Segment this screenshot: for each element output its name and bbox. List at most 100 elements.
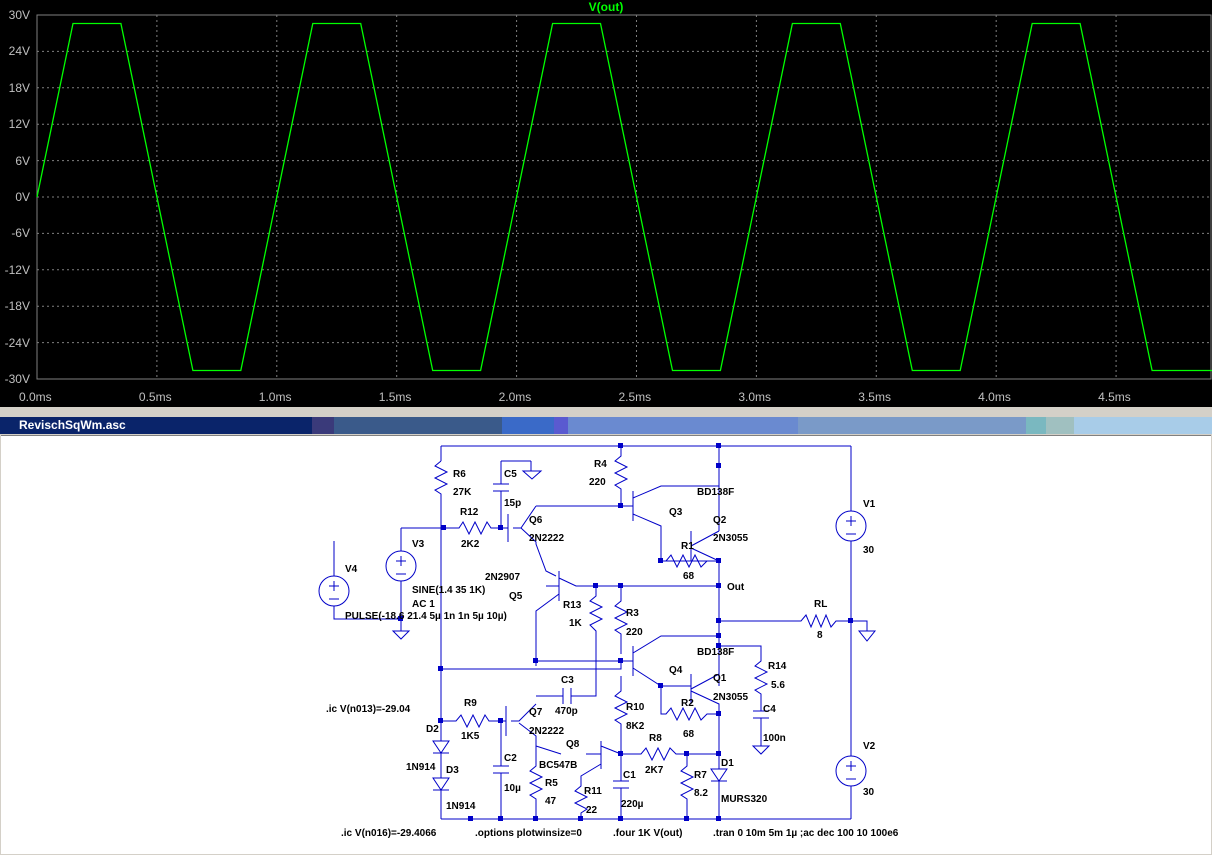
label-R4[interactable]: R4 [594, 459, 607, 470]
label-R7-value[interactable]: 8.2 [694, 788, 708, 799]
label-R10[interactable]: R10 [626, 702, 645, 713]
label-Q4[interactable]: Q4 [669, 665, 683, 676]
label-R3-value[interactable]: 220 [626, 627, 643, 638]
label-R2-value[interactable]: 68 [683, 729, 695, 740]
y-tick-label: 0V [15, 190, 30, 204]
label-Q7-model[interactable]: 2N2222 [529, 726, 565, 737]
label-R12-value[interactable]: 2K2 [461, 539, 480, 550]
label-Q2-model[interactable]: 2N3055 [713, 533, 749, 544]
y-tick-label: 18V [8, 80, 30, 95]
label-out-node[interactable]: Out [727, 582, 745, 593]
label-R5-value[interactable]: 47 [545, 796, 557, 807]
label-R1[interactable]: R1 [681, 541, 694, 552]
label-V2[interactable]: V2 [863, 741, 876, 752]
pane-separator[interactable] [0, 407, 1212, 417]
label-RL-value[interactable]: 8 [817, 630, 823, 641]
label-C5[interactable]: C5 [504, 469, 517, 480]
label-D3-model[interactable]: 1N914 [446, 801, 476, 812]
x-tick-label: 3.0ms [738, 390, 772, 404]
label-V1[interactable]: V1 [863, 499, 876, 510]
label-R5[interactable]: R5 [545, 778, 558, 789]
label-R13[interactable]: R13 [563, 600, 582, 611]
x-tick-label: 3.5ms [858, 390, 891, 404]
label-R9-value[interactable]: 1K5 [461, 731, 480, 742]
label-Q6-model[interactable]: 2N2222 [529, 533, 565, 544]
label-Q8[interactable]: Q8 [566, 739, 580, 750]
label-C4[interactable]: C4 [763, 704, 776, 715]
schematic-nodes [398, 443, 853, 821]
label-C1[interactable]: C1 [623, 770, 636, 781]
directive-four[interactable]: .four 1K V(out) [613, 828, 683, 839]
label-V3[interactable]: V3 [412, 539, 425, 550]
label-R14[interactable]: R14 [768, 661, 787, 672]
label-R11[interactable]: R11 [584, 786, 602, 797]
label-Q2[interactable]: Q2 [713, 515, 727, 526]
label-C1-value[interactable]: 220µ [621, 799, 644, 810]
label-C2-value[interactable]: 10µ [504, 783, 521, 794]
y-tick-label: -24V [4, 335, 30, 350]
label-R13-value[interactable]: 1K [569, 618, 582, 629]
directive-ic-n016[interactable]: .ic V(n016)=-29.4066 [341, 828, 437, 839]
schematic-drawing[interactable] [1, 436, 1211, 854]
label-Q7[interactable]: Q7 [529, 707, 543, 718]
label-R6-value[interactable]: 27K [453, 487, 472, 498]
label-RL[interactable]: RL [814, 599, 828, 610]
label-R10-value[interactable]: 8K2 [626, 721, 645, 732]
y-tick-label: 30V [8, 8, 30, 22]
y-tick-label: -6V [11, 226, 30, 241]
label-Q8-model[interactable]: BC547B [539, 760, 578, 771]
label-R11-value[interactable]: 22 [586, 805, 598, 816]
directive-tran[interactable]: .tran 0 10m 5m 1µ ;ac dec 100 10 100e6 [713, 828, 899, 839]
label-C3[interactable]: C3 [561, 675, 574, 686]
label-R8[interactable]: R8 [649, 733, 662, 744]
label-V3-ac[interactable]: AC 1 [412, 599, 435, 610]
label-Q6[interactable]: Q6 [529, 515, 543, 526]
label-D2[interactable]: D2 [426, 724, 439, 735]
label-C2[interactable]: C2 [504, 753, 517, 764]
label-V4-pulse[interactable]: PULSE(-18.6 21.4 5µ 1n 1n 5µ 10µ) [345, 611, 507, 622]
label-C4-value[interactable]: 100n [763, 733, 786, 744]
series-line-vout[interactable] [36, 22, 1212, 372]
y-tick-label: 12V [8, 117, 30, 132]
label-C3-value[interactable]: 470p [555, 706, 578, 717]
label-R8-value[interactable]: 2K7 [645, 765, 664, 776]
label-R1-value[interactable]: 68 [683, 571, 695, 582]
label-R6[interactable]: R6 [453, 469, 466, 480]
label-Q1-model[interactable]: 2N3055 [713, 692, 749, 703]
label-R14-value[interactable]: 5.6 [771, 680, 785, 691]
label-C5-value[interactable]: 15p [504, 498, 522, 509]
label-D1[interactable]: D1 [721, 758, 734, 769]
schematic-title-bar[interactable] [0, 417, 1212, 434]
directive-options[interactable]: .options plotwinsize=0 [475, 828, 582, 839]
label-R3[interactable]: R3 [626, 608, 639, 619]
label-V2-value[interactable]: 30 [863, 787, 875, 798]
label-R4-value[interactable]: 220 [589, 477, 606, 488]
label-Q4-model[interactable]: BD138F [697, 647, 735, 658]
label-V3-sine[interactable]: SINE(1.4 35 1K) [412, 585, 486, 596]
y-tick-label: 6V [15, 153, 30, 168]
schematic-wires [318, 445, 877, 820]
label-R7[interactable]: R7 [694, 770, 707, 781]
label-Q5-model[interactable]: 2N2907 [485, 572, 521, 583]
label-D1-model[interactable]: MURS320 [721, 794, 768, 805]
label-ic-n013[interactable]: .ic V(n013)=-29.04 [326, 704, 411, 715]
x-tick-label: 2.5ms [618, 390, 652, 404]
y-tick-label: 24V [8, 44, 30, 59]
waveform-chart[interactable] [0, 0, 1212, 407]
label-D3[interactable]: D3 [446, 765, 459, 776]
label-D2-model[interactable]: 1N914 [406, 762, 436, 773]
label-Q1[interactable]: Q1 [713, 673, 727, 684]
y-tick-label: -18V [4, 299, 30, 314]
trace-label[interactable]: V(out) [588, 0, 624, 14]
label-V4[interactable]: V4 [345, 564, 358, 575]
label-R12[interactable]: R12 [460, 507, 479, 518]
y-tick-label: -12V [4, 262, 30, 277]
label-V1-value[interactable]: 30 [863, 545, 875, 556]
label-Q5[interactable]: Q5 [509, 591, 523, 602]
schematic-canvas[interactable]: R6 27K C5 15p R4 220 BD138F Q3 Q2 2N3055… [1, 435, 1211, 854]
label-Q3[interactable]: Q3 [669, 507, 683, 518]
label-Q3-model[interactable]: BD138F [697, 487, 735, 498]
label-R2[interactable]: R2 [681, 698, 694, 709]
label-R9[interactable]: R9 [464, 698, 477, 709]
